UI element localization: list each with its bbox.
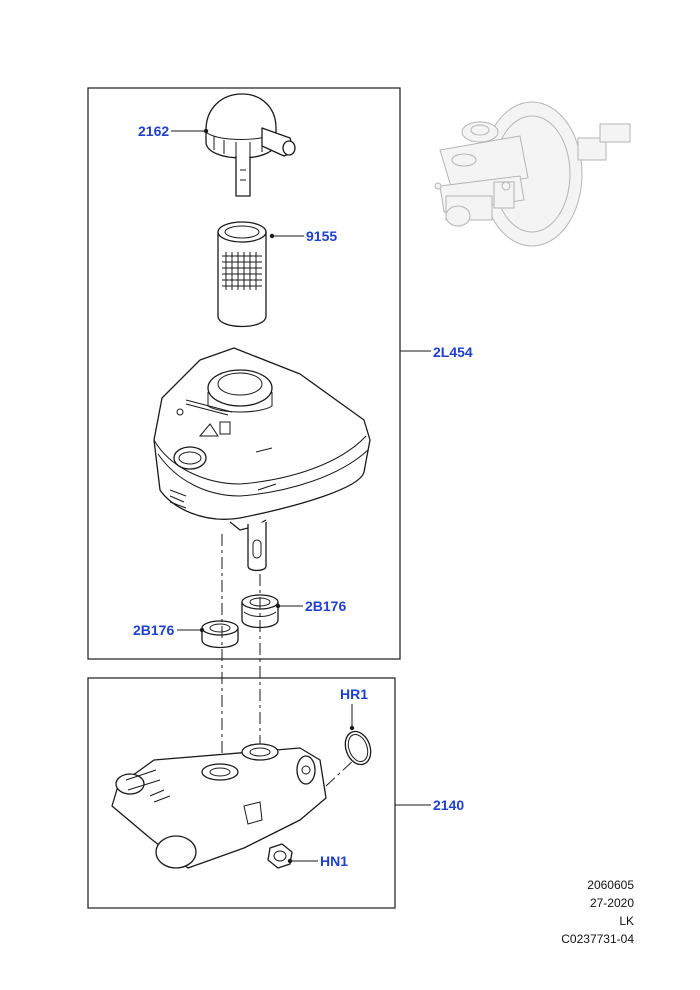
grommet-left-illustration [201, 620, 239, 649]
leader-lines [171, 128, 431, 864]
reference-assembly-illustration [434, 101, 631, 247]
illustration-id-line-4: C0237731-04 [561, 932, 634, 946]
reservoir-filter-illustration [217, 221, 267, 328]
callout-2162[interactable]: 2162 [138, 123, 169, 139]
illustration-id-line-2: 27-2020 [589, 896, 634, 910]
fluid-reservoir-illustration [153, 347, 371, 572]
upper-group-frame [87, 87, 401, 660]
callout-hr1[interactable]: HR1 [340, 686, 368, 702]
callout-hn1[interactable]: HN1 [320, 853, 348, 869]
reservoir-cap-illustration [205, 93, 296, 197]
nut-illustration [267, 843, 293, 869]
assembly-axis-lines [221, 534, 357, 787]
lower-group-frame [87, 677, 396, 909]
callout-2140[interactable]: 2140 [433, 797, 464, 813]
callout-9155[interactable]: 9155 [306, 228, 337, 244]
illustration-id-line-1: 2060605 [587, 878, 634, 892]
illustration-id-line-3: LK [619, 914, 634, 928]
callout-2b176-right[interactable]: 2B176 [305, 598, 346, 614]
master-cylinder-illustration [111, 743, 327, 869]
o-ring-illustration [344, 730, 372, 766]
callout-2b176-left[interactable]: 2B176 [133, 622, 174, 638]
callout-2l454[interactable]: 2L454 [433, 344, 473, 360]
